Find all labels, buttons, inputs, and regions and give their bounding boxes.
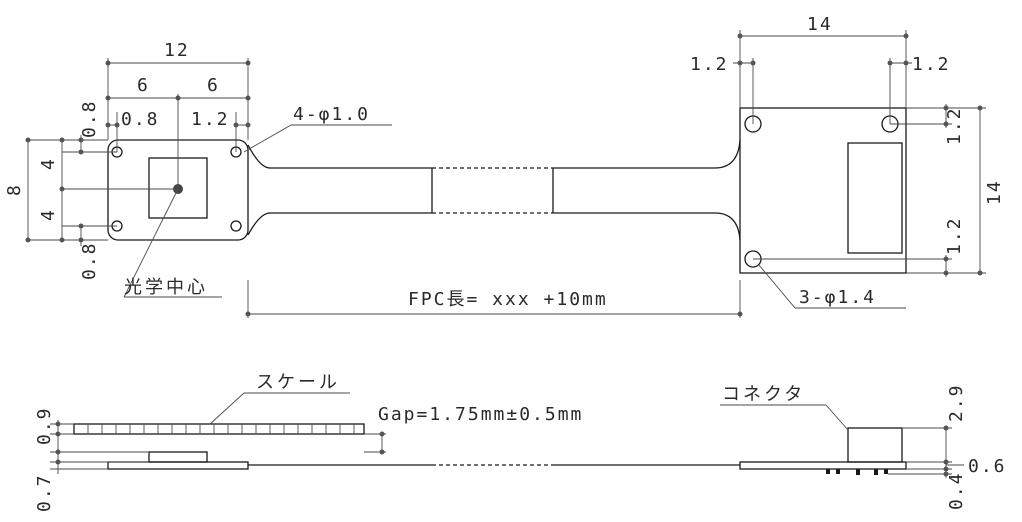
fpc-length-label: FPC長= xxx +10mm [408, 289, 608, 310]
dim-connector-height: 2.9 [946, 383, 967, 422]
scale-bar [73, 423, 365, 435]
dim-component-height: 0.4 [946, 471, 967, 510]
sensor-head-side [148, 451, 208, 463]
dim-hole-offset-left: 0.8 [121, 109, 160, 130]
mounting-hole-br [230, 220, 242, 232]
connector-board-outline [739, 107, 907, 274]
dim-edge-top: 0.8 [79, 99, 100, 138]
side-view: スケール Gap=1.75mm±0.5mm コネクタ [34, 372, 1007, 512]
connector-side [847, 427, 903, 463]
board-top-dimensions: 14 1.2 1.2 [690, 14, 951, 124]
dim-board-left-offset: 1.2 [690, 54, 729, 75]
dim-sensor-half-left: 6 [137, 75, 150, 96]
hole-spec-board: 3-φ1.4 [799, 287, 876, 308]
fpc-length-dimension: FPC長= xxx +10mm [245, 280, 743, 318]
dim-board-thickness: 0.6 [968, 456, 1007, 477]
dim-scale-thickness: 0.9 [34, 406, 55, 445]
board-components [826, 469, 888, 475]
board-right-dimensions: 14 1.2 1.2 3-φ1.4 [753, 104, 1005, 309]
dim-sensor-height: 8 [4, 183, 25, 196]
gap-label: Gap=1.75mm±0.5mm [378, 404, 583, 425]
board-connector-area [847, 142, 903, 254]
dim-sensor-width: 12 [164, 40, 190, 61]
optical-center-label: 光学中心 [124, 277, 208, 298]
dim-board-width: 14 [807, 14, 833, 35]
scale-label: スケール [256, 372, 340, 393]
sensor-pcb-side [107, 461, 249, 470]
dim-sensor-height-lower: 4 [38, 208, 59, 221]
connector-label: コネクタ [722, 384, 805, 405]
board-pcb-side [739, 461, 907, 470]
dim-sensor-half-right: 6 [207, 75, 220, 96]
scale-ticks [87, 424, 355, 434]
dim-board-upper-offset: 1.2 [944, 106, 965, 145]
dim-sensor-height-upper: 4 [38, 157, 59, 170]
hole-spec-sensor: 4-φ1.0 [293, 104, 370, 125]
dim-edge-bottom: 0.8 [79, 241, 100, 280]
dim-sensor-pcb-thickness: 0.7 [34, 473, 55, 512]
dim-board-lower-offset: 1.2 [944, 216, 965, 255]
dim-hole-offset-right: 1.2 [191, 109, 230, 130]
connector-board-top-view [739, 107, 907, 274]
dim-board-right-offset: 1.2 [912, 54, 951, 75]
fpc-cable-top-view [247, 139, 741, 241]
sensor-top-dimensions: 12 6 6 0.8 1.2 4-φ1.0 [105, 40, 392, 189]
dim-board-height: 14 [984, 179, 1005, 205]
sensor-left-dimensions: 8 4 4 0.8 0.8 光学中心 [4, 99, 222, 298]
